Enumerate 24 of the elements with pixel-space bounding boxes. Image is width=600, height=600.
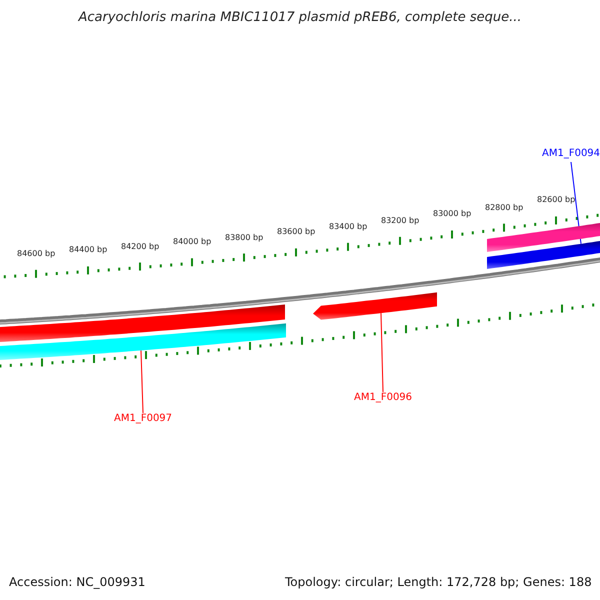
gene-bar	[0, 323, 286, 360]
leader-line	[140, 350, 144, 414]
scale-label: 82600 bp	[537, 195, 576, 204]
gene-label: AM1_F0096	[354, 392, 412, 403]
scale-label: 84000 bp	[173, 237, 212, 246]
gene-bar	[0, 304, 285, 342]
scale-label: 83600 bp	[277, 227, 316, 236]
leader-line	[380, 312, 384, 392]
scale-label: 84200 bp	[121, 242, 160, 251]
scale-label: 84600 bp	[17, 248, 56, 258]
gene-arrow	[313, 292, 437, 320]
gene-bar	[487, 241, 600, 269]
scale-label: 83000 bp	[433, 209, 472, 218]
accession-text: Accession: NC_009931	[9, 575, 146, 589]
gene-bar	[487, 223, 600, 252]
title: Acaryochloris marina MBIC11017 plasmid pREB6, complete seque...	[78, 10, 522, 25]
scale-label: 83400 bp	[329, 222, 368, 231]
scale-label: 84400 bp	[69, 245, 108, 254]
genome-summary: Topology: circular; Length: 172,728 bp; Genes: 188	[285, 575, 592, 589]
scale-label: 83200 bp	[381, 216, 420, 225]
gene-label: AM1_F0097	[114, 413, 172, 424]
scale-label: 82800 bp	[485, 202, 524, 212]
scale-label: 83800 bp	[225, 232, 264, 242]
gene-label: AM1_F0094	[542, 148, 600, 159]
